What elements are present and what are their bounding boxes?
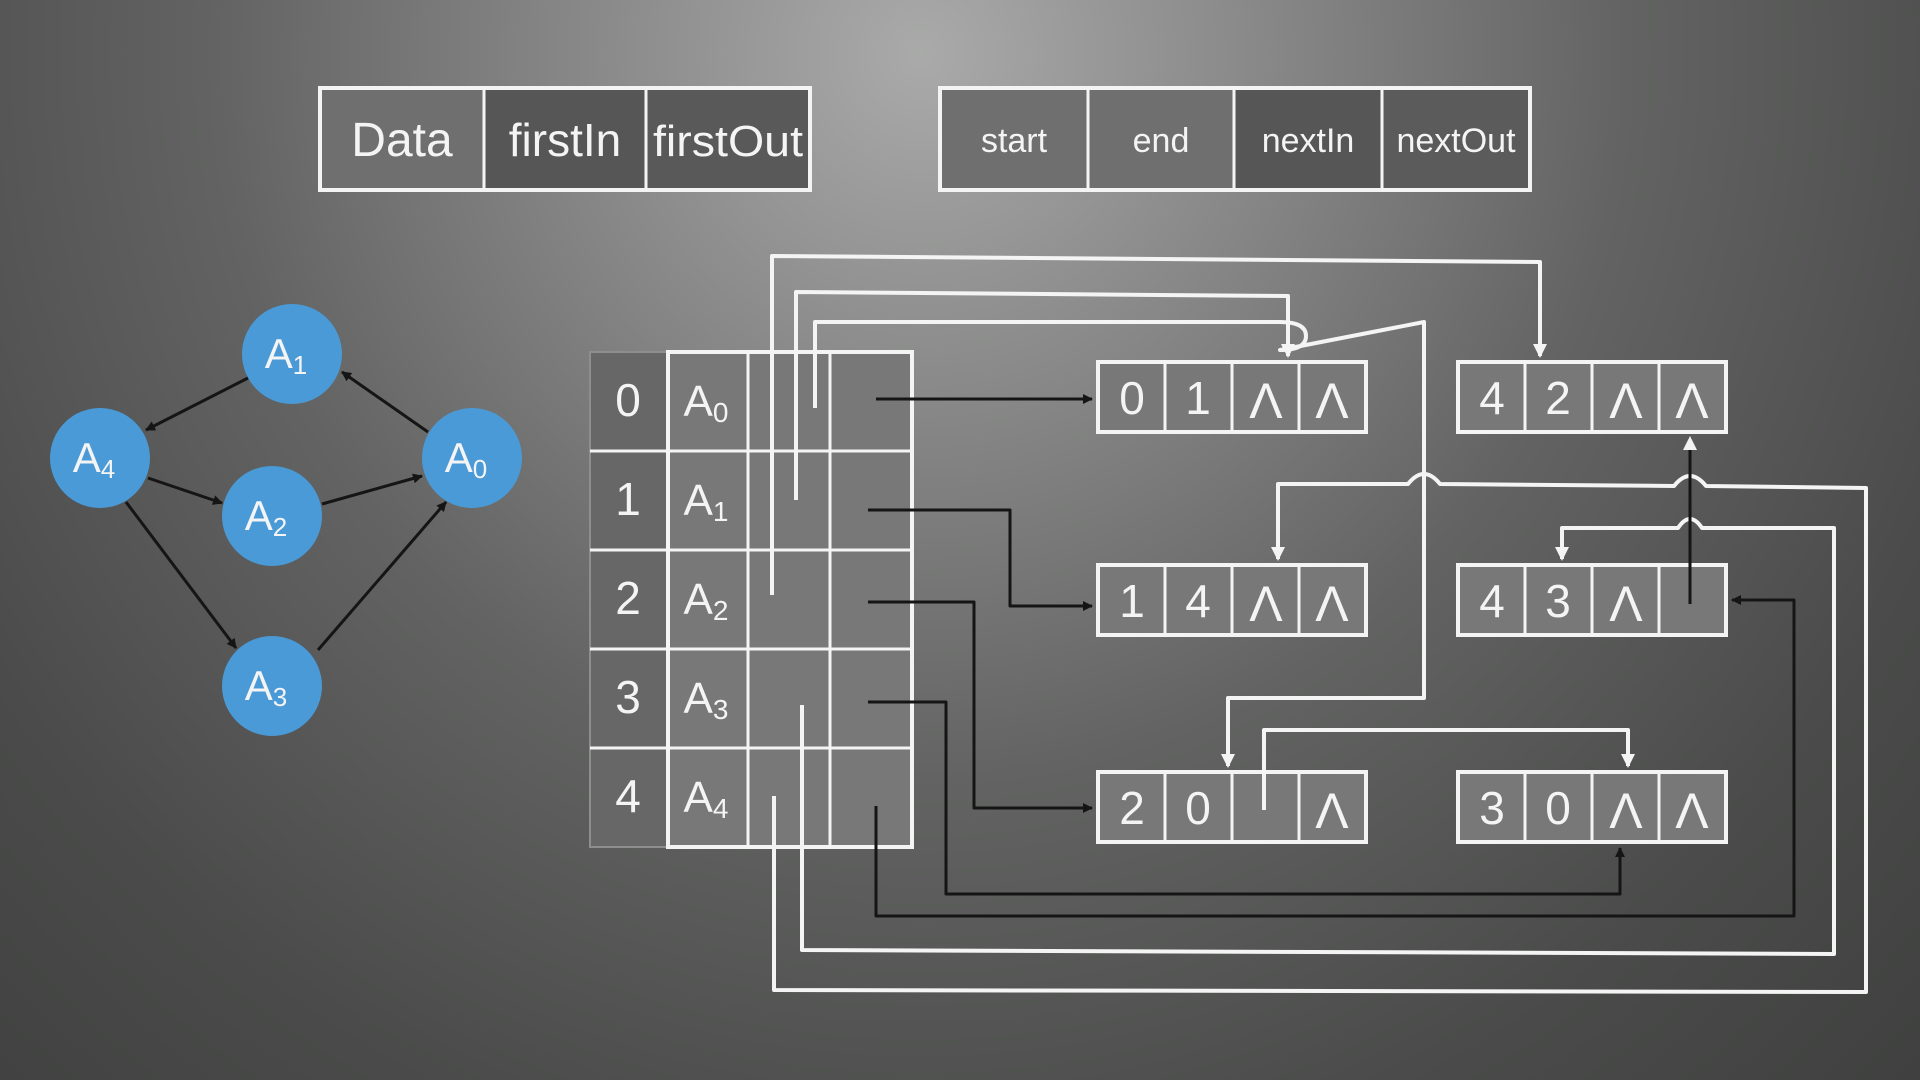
node-circle: [50, 408, 150, 508]
pointer-firstin-a1: [794, 290, 1295, 500]
vertex-table-index-column: [589, 351, 669, 848]
node-label: A4: [73, 434, 115, 484]
node-circle: [242, 304, 342, 404]
vertex-row-index: 4: [615, 770, 641, 822]
vertex-row-data: A4: [684, 773, 729, 824]
arc-node-4-3: 4 3 Λ: [1456, 563, 1728, 637]
arc-node-cell: 2: [1545, 372, 1571, 424]
node-label: A1: [265, 330, 307, 380]
vertex-row-data: A1: [684, 476, 729, 527]
graph-edge-a3-a0: [316, 501, 448, 651]
arc-node-cell: 1: [1119, 575, 1145, 627]
arc-node-cell: Λ: [1315, 783, 1349, 839]
vertex-row-index: 0: [615, 374, 641, 426]
vertex-struct-border: [318, 86, 812, 192]
pointer-firstin-a0: [813, 320, 1426, 768]
arc-node-4-2: 4 2 Λ Λ: [1456, 360, 1728, 434]
arc-struct-end-cell: [1088, 88, 1234, 190]
arc-node-cell: 4: [1479, 575, 1505, 627]
arc-node-cell: Λ: [1609, 783, 1643, 839]
node-label: A0: [445, 434, 487, 484]
graph-node-a1: A1: [242, 304, 342, 404]
vertex-table-body: [668, 352, 912, 847]
arc-nodes: 0 1 Λ Λ 4 2 Λ Λ 1 4 Λ Λ: [1096, 360, 1728, 844]
arc-struct-label: nextIn: [1262, 122, 1355, 160]
arc-node-cell: Λ: [1609, 373, 1643, 429]
node-circle: [222, 466, 322, 566]
arc-node-1-4: 1 4 Λ Λ: [1096, 563, 1368, 637]
graph-node-a4: A4: [50, 408, 150, 508]
pointer-firstin-a2: [770, 254, 1547, 595]
out-pointer-lines: [868, 394, 1796, 918]
arc-node-structure: start end nextIn nextOut: [938, 86, 1532, 192]
vertex-table: 0 1 2 3 4 A0 A1 A2 A3 A4: [589, 350, 914, 849]
arc-node-cell: Λ: [1675, 373, 1709, 429]
graph-nodes: A1 A4 A0 A2 A3: [50, 304, 522, 736]
arc-node-cell: Λ: [1675, 783, 1709, 839]
arc-node-cell: 3: [1479, 782, 1505, 834]
arc-node-cell: Λ: [1315, 576, 1349, 632]
vertex-struct-data-cell: [320, 88, 484, 190]
graph-edge-a2-a0: [321, 473, 423, 506]
pointer-firstout-a4: [874, 595, 1796, 918]
pointer-firstin-a4: [772, 472, 1868, 994]
vertex-struct-firstout-cell: [646, 88, 810, 190]
arc-node-cell: 4: [1185, 575, 1211, 627]
arc-node-cell: 0: [1119, 372, 1145, 424]
arc-struct-nextout-cell: [1382, 88, 1530, 190]
arc-node-cell: 4: [1479, 372, 1505, 424]
node-circle: [422, 408, 522, 508]
vertex-struct-label: firstIn: [509, 114, 621, 166]
arc-node-cell: 0: [1185, 782, 1211, 834]
graph-node-a3: A3: [222, 636, 322, 736]
node-label: A3: [245, 662, 287, 712]
graph-node-a0: A0: [422, 408, 522, 508]
arc-node-cell: Λ: [1315, 373, 1349, 429]
node-circle: [222, 636, 322, 736]
arc-node-3-0: 3 0 Λ Λ: [1456, 770, 1728, 844]
graph-edges: [124, 370, 448, 651]
vertex-table-border: [666, 350, 914, 849]
arc-struct-label: nextOut: [1396, 122, 1516, 160]
arc-node-cell: 1: [1185, 372, 1211, 424]
arc-struct-start-cell: [940, 88, 1088, 190]
arc-struct-label: end: [1133, 122, 1190, 160]
vertex-row-index: 1: [615, 473, 641, 525]
arc-node-cell: 3: [1545, 575, 1571, 627]
vertex-row-data: A3: [684, 674, 729, 725]
arc-struct-label: start: [981, 122, 1048, 160]
graph-edge-a4-a3: [124, 501, 238, 649]
pointer-firstout-a2: [868, 600, 1093, 813]
vertex-row-index: 2: [615, 572, 641, 624]
graph-node-a2: A2: [222, 466, 322, 566]
graph-edge-a0-a1: [341, 370, 429, 434]
vertex-row-data: A0: [684, 377, 729, 428]
vertex-struct-label: firstOut: [653, 117, 803, 166]
graph-edge-a4-a2: [147, 476, 223, 505]
arc-node-cell: Λ: [1609, 576, 1643, 632]
node-label: A2: [245, 492, 287, 542]
arc-struct-nextin-cell: [1234, 88, 1382, 190]
pointer-firstin-a3: [800, 517, 1836, 956]
arc-node-0-1: 0 1 Λ Λ: [1096, 360, 1368, 434]
arc-node-cell: Λ: [1249, 373, 1283, 429]
pointer-firstout-a1: [868, 508, 1093, 611]
arc-node-cell: 0: [1545, 782, 1571, 834]
graph-edge-a1-a4: [145, 376, 249, 432]
vertex-row-index: 3: [615, 671, 641, 723]
arc-node-2-0: 2 0 Λ: [1096, 770, 1368, 844]
pointer-nextin-arc-2-0: [1262, 728, 1635, 810]
vertex-struct-label: Data: [351, 114, 453, 167]
in-pointer-lines: [770, 254, 1868, 994]
arc-node-cell: Λ: [1249, 576, 1283, 632]
vertex-struct-firstin-cell: [484, 88, 646, 190]
vertex-row-data: A2: [684, 575, 729, 626]
vertex-node-structure: Data firstIn firstOut: [318, 86, 812, 192]
arc-node-cell: 2: [1119, 782, 1145, 834]
pointer-firstout-a3: [868, 700, 1625, 896]
